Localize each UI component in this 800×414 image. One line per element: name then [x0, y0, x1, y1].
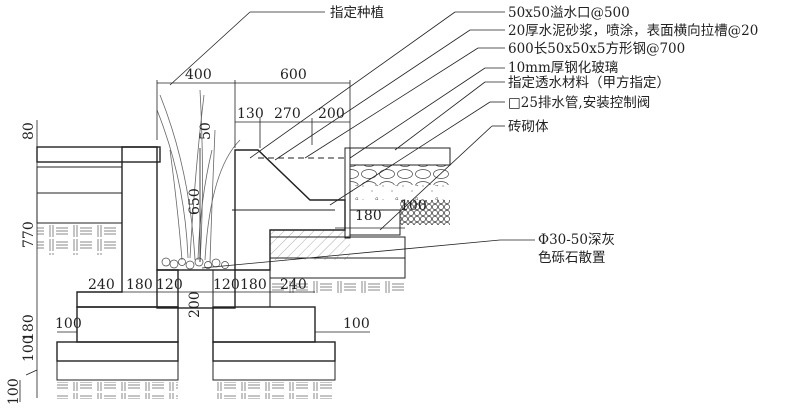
dim-180-bottom: 180: [240, 277, 267, 293]
dim-270: 270: [274, 106, 301, 122]
plant: [156, 89, 241, 263]
dim-100-vertical-bottom: 100: [6, 378, 22, 405]
planter-base: [156, 89, 241, 309]
dim-600: 600: [280, 67, 307, 83]
dim-100-right: 100: [400, 198, 427, 214]
dim-130: 130: [237, 106, 264, 122]
label-planting: 指定种植: [330, 5, 384, 21]
dim-120-left: 120: [156, 277, 183, 293]
dim-400: 400: [185, 67, 212, 83]
leader-lines: [169, 11, 535, 269]
label-drainpipe: □25排水管,安装控制阀: [508, 95, 650, 111]
label-glass: 10mm厚钢化玻璃: [508, 59, 618, 76]
dim-100-left: 100: [55, 316, 82, 332]
dim-50: 50: [198, 122, 214, 140]
label-steel: 600长50x50x5方形钢@700: [508, 41, 685, 57]
dim-200-top: 200: [318, 106, 345, 122]
dim-180-vertical: 180: [21, 314, 37, 341]
label-permeable: 指定透水材料（甲方指定）: [508, 75, 670, 91]
dim-650: 650: [187, 188, 203, 215]
dim-770: 770: [21, 221, 37, 248]
dimension-lines: [19, 80, 405, 402]
dim-180-right: 180: [355, 208, 382, 224]
dim-100-vertical: 100: [21, 335, 37, 362]
label-gravel-2: 色砾石散置: [538, 249, 606, 266]
dim-240-right: 240: [280, 277, 307, 293]
label-mortar: 20厚水泥砂浆，喷涂，表面横向拉槽@20: [508, 23, 758, 39]
dim-240-left: 240: [88, 277, 115, 293]
dim-120-right: 120: [213, 277, 240, 293]
left-wall: [56, 146, 179, 399]
dim-180-left: 180: [126, 277, 153, 293]
dim-80: 80: [21, 122, 37, 140]
label-overflow: 50x50溢水口@500: [508, 5, 630, 21]
dim-200-bottom: 200: [187, 291, 203, 318]
left-paving: [36, 146, 161, 255]
label-gravel-1: Φ30-50深灰: [538, 232, 615, 248]
dimension-labels: 400 600 130 270 200 80 50 650 770 180 10…: [6, 67, 427, 405]
gravel: [161, 257, 229, 270]
label-masonry: 砖砌体: [508, 119, 549, 135]
dim-100-far-right: 100: [343, 316, 370, 332]
